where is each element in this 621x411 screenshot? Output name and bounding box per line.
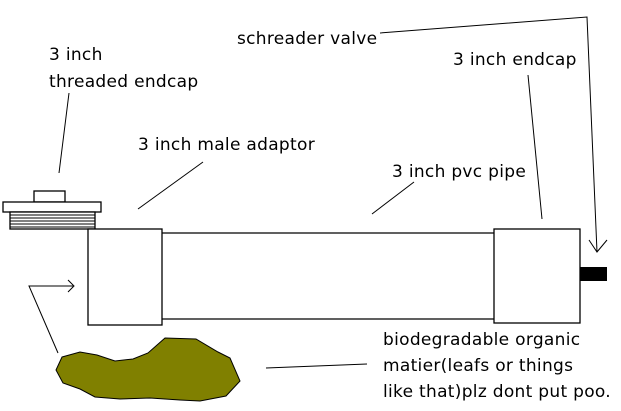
label-threaded-endcap-line1: 3 inch: [49, 45, 103, 65]
leader-organic-matter: [28, 285, 73, 354]
arrowhead-organic-matter: [67, 279, 75, 293]
label-organic-matter-line1: biodegradable organic: [383, 330, 581, 350]
organic-matter-blob: [55, 337, 241, 402]
schreader-valve-shape: [580, 267, 607, 281]
leader-organic-matter-right: [265, 363, 368, 369]
leader-pvc-pipe: [371, 181, 415, 215]
arrowhead-schreader-valve: [588, 239, 608, 253]
label-threaded-endcap-line2: threaded endcap: [49, 72, 199, 92]
label-pvc-pipe: 3 inch pvc pipe: [392, 162, 527, 182]
label-male-adaptor: 3 inch male adaptor: [138, 135, 315, 155]
pvc-pipe-shape: [162, 232, 494, 320]
label-endcap: 3 inch endcap: [453, 50, 577, 70]
label-organic-matter-line2: matier(leafs or things: [383, 356, 574, 376]
endcap-shape: [493, 228, 581, 324]
leader-male-adaptor: [137, 161, 204, 210]
male-adaptor-shape: [87, 228, 163, 326]
label-schreader-valve: schreader valve: [237, 29, 378, 49]
leader-schreader-valve: [379, 16, 598, 253]
leader-threaded-endcap: [58, 92, 70, 174]
label-organic-matter-line3: like that)plz dont put poo.: [383, 382, 612, 402]
threaded-endcap-shape: [2, 190, 102, 230]
leader-endcap: [527, 74, 543, 220]
